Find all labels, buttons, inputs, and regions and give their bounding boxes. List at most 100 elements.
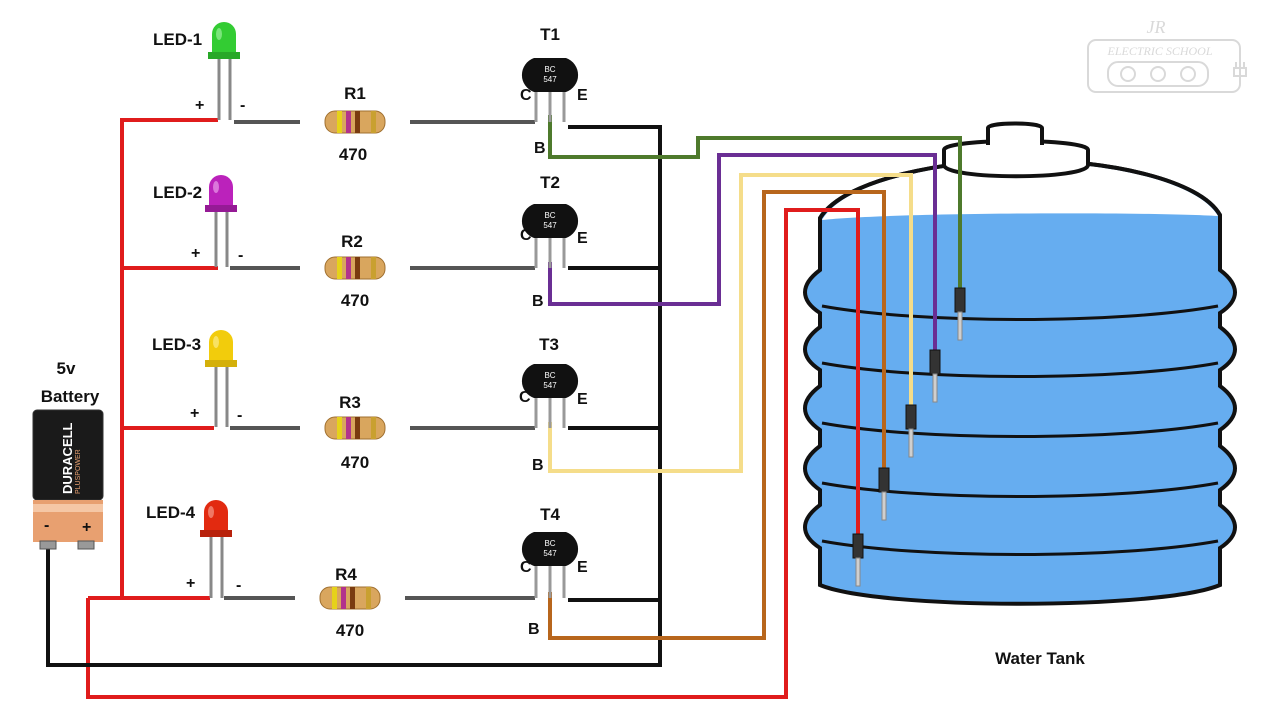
tank-top-dome	[822, 162, 1218, 220]
battery-plus: +	[82, 519, 91, 536]
transistor-1: BC 547	[521, 58, 579, 122]
row-3: LED-3 + - R3 470 T3 BC 547 C E	[152, 330, 588, 474]
led-minus: -	[237, 407, 242, 424]
probe-1	[954, 287, 966, 341]
t4-base-wire	[548, 190, 886, 640]
transistor-text: 547	[543, 75, 557, 84]
resistor-label: R4	[335, 565, 357, 584]
pin-c: C	[520, 559, 532, 576]
transistor-label: T1	[540, 25, 560, 44]
transistor-text: BC	[544, 211, 555, 220]
pin-e: E	[577, 230, 588, 247]
wires	[46, 115, 962, 699]
battery-label: Battery	[41, 387, 100, 406]
t1-base-wire	[548, 115, 962, 292]
resistor-value: 470	[339, 145, 367, 164]
watermark-initials: JR	[1147, 17, 1166, 37]
led-3	[205, 330, 237, 427]
watermark-logo: JR ELECTRIC SCHOOL	[1087, 17, 1247, 93]
resistor-value: 470	[336, 621, 364, 640]
battery-label-voltage: 5v	[57, 359, 76, 378]
transistor-text: BC	[544, 371, 555, 380]
tank-label: Water Tank	[995, 649, 1085, 668]
positive-rail-wire	[86, 208, 860, 699]
transistor-4: BC 547	[521, 532, 579, 598]
watermark-text: ELECTRIC SCHOOL	[1106, 44, 1212, 58]
tank-lid	[942, 139, 1090, 179]
transistor-2: BC 547	[521, 204, 579, 268]
watermark-frame	[1087, 39, 1241, 93]
row-2: LED-2 + - R2 470 T2 BC 547 C E	[153, 173, 588, 310]
tank-rib	[821, 481, 1219, 498]
led-plus: +	[191, 245, 200, 262]
pin-c: C	[520, 227, 532, 244]
battery-terminal-plus	[77, 540, 95, 550]
led-plus: +	[195, 97, 204, 114]
resistor-1	[324, 110, 386, 134]
ground-wire	[46, 125, 662, 667]
transistor-text: BC	[544, 539, 555, 548]
t3-base-wire	[548, 173, 913, 473]
watermark-socket-hole	[1120, 66, 1136, 82]
probe-2	[929, 349, 941, 403]
battery-terminal-minus	[39, 540, 57, 550]
pin-e: E	[577, 391, 588, 408]
pin-b: B	[534, 140, 546, 157]
battery-sub-brand: PLUSPOWER	[75, 449, 82, 494]
transistor-text: 547	[543, 221, 557, 230]
led-label: LED-4	[146, 503, 196, 522]
resistor-label: R1	[344, 84, 366, 103]
probe-3	[905, 404, 917, 458]
tank-rib	[821, 361, 1219, 378]
pin-b: B	[532, 457, 544, 474]
led-2	[205, 175, 237, 267]
transistor-label: T4	[540, 505, 560, 524]
battery-copper-shine	[33, 504, 103, 512]
led-minus: -	[236, 577, 241, 594]
transistor-text: BC	[544, 65, 555, 74]
resistor-label: R3	[339, 393, 361, 412]
transistor-text: 547	[543, 381, 557, 390]
resistor-4	[319, 586, 381, 610]
pin-b: B	[528, 621, 540, 638]
tank-body	[803, 157, 1237, 606]
led-minus: -	[240, 97, 245, 114]
led-label: LED-2	[153, 183, 202, 202]
tank-rib	[821, 421, 1219, 438]
battery: 5v Battery DURACELL PLUSPOWER - +	[32, 359, 104, 550]
led-plus: +	[186, 575, 195, 592]
resistor-label: R2	[341, 232, 363, 251]
t2-base-wire	[548, 153, 937, 352]
led-1	[208, 22, 240, 120]
resistor-2	[324, 256, 386, 280]
probes	[852, 287, 966, 587]
led-plus: +	[190, 405, 199, 422]
resistor-value: 470	[341, 291, 369, 310]
transistor-text: 547	[543, 549, 557, 558]
tank-rib	[821, 539, 1219, 556]
pin-b: B	[532, 293, 544, 310]
watermark-socket-hole	[1180, 66, 1196, 82]
pin-c: C	[519, 389, 531, 406]
watermark-plug-icon	[1233, 62, 1247, 80]
led-4	[200, 500, 232, 598]
row-4: LED-4 + - R4 470 T4 BC 547 C E	[146, 500, 588, 640]
watermark-socket-hole	[1150, 66, 1166, 82]
transistor-label: T2	[540, 173, 560, 192]
transistor-label: T3	[539, 335, 559, 354]
transistor-3: BC 547	[521, 364, 579, 428]
tank-lid-handle	[986, 121, 1044, 145]
pin-e: E	[577, 559, 588, 576]
tank-rib	[821, 304, 1219, 321]
battery-minus: -	[44, 517, 49, 534]
positive-bus-wire	[88, 118, 218, 600]
probe-5	[852, 533, 864, 587]
pin-c: C	[520, 87, 532, 104]
led-label: LED-1	[153, 30, 202, 49]
resistor-3	[324, 416, 386, 440]
pin-e: E	[577, 87, 588, 104]
resistor-value: 470	[341, 453, 369, 472]
probe-4	[878, 467, 890, 521]
watermark-socket	[1107, 61, 1209, 87]
